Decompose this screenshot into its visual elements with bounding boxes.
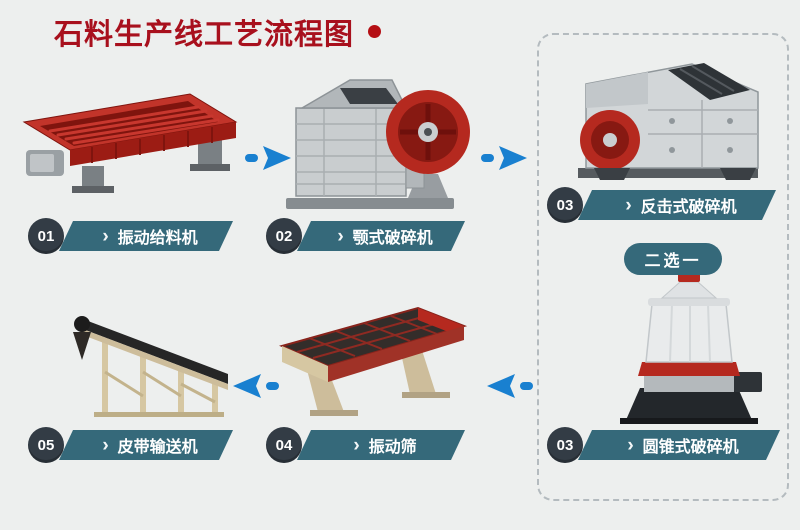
choice-badge: 二选一 xyxy=(624,243,722,275)
step-number-badge: 01 xyxy=(28,218,64,254)
page-title: 石料生产线工艺流程图 xyxy=(54,19,355,51)
step-number-badge: 03 xyxy=(547,427,583,463)
chevron-right-icon: › xyxy=(627,434,634,456)
chevron-right-icon: › xyxy=(353,434,360,456)
step-banner: › 圆锥式破碎机 xyxy=(578,430,780,460)
step-label-belt-conveyor: 05 › 皮带输送机 xyxy=(28,427,233,463)
step-label: 皮带输送机 xyxy=(117,439,198,456)
step-banner: › 振动筛 xyxy=(297,430,465,460)
belt-conveyor-illustration xyxy=(70,300,238,425)
step-label: 振动给料机 xyxy=(117,230,198,247)
cone-crusher-illustration xyxy=(606,262,771,430)
step-banner: › 皮带输送机 xyxy=(59,430,233,460)
step-banner: › 反击式破碎机 xyxy=(578,190,776,220)
flow-arrow-feeder-to-jaw xyxy=(244,144,292,172)
step-label: 反击式破碎机 xyxy=(640,199,737,216)
choice-group-frame xyxy=(537,33,789,501)
belt-conveyor-image xyxy=(73,316,228,417)
step-banner: › 振动给料机 xyxy=(59,221,233,251)
arrow-right-icon xyxy=(481,146,527,170)
arrow-left-icon xyxy=(487,374,533,398)
chevron-right-icon: › xyxy=(102,225,109,247)
step-label: 振动筛 xyxy=(368,439,417,456)
step-number-badge: 04 xyxy=(266,427,302,463)
step-label-impact-crusher: 03 › 反击式破碎机 xyxy=(547,187,776,223)
step-number-badge: 02 xyxy=(266,218,302,254)
step-banner: › 颚式破碎机 xyxy=(297,221,465,251)
title-dot-icon xyxy=(368,25,382,38)
jaw-crusher-illustration xyxy=(280,70,470,215)
arrow-left-icon xyxy=(233,374,279,398)
step-label-jaw-crusher: 02 › 颚式破碎机 xyxy=(266,218,465,254)
step-label-vibrating-screen: 04 › 振动筛 xyxy=(266,427,465,463)
cone-crusher-image xyxy=(620,264,762,424)
vibrating-screen-illustration xyxy=(270,296,480,424)
step-label-cone-crusher: 03 › 圆锥式破碎机 xyxy=(547,427,780,463)
step-label: 圆锥式破碎机 xyxy=(642,439,739,456)
step-label-vibrating-feeder: 01 › 振动给料机 xyxy=(28,218,233,254)
step-label: 颚式破碎机 xyxy=(352,230,433,247)
flow-arrow-crusher-to-screen xyxy=(486,372,534,400)
arrow-right-icon xyxy=(245,146,291,170)
chevron-right-icon: › xyxy=(102,434,109,456)
vibrating-feeder-image xyxy=(22,93,238,193)
vibrating-feeder-illustration xyxy=(20,86,250,204)
header: 石料生产线工艺流程图 xyxy=(54,18,382,53)
impact-crusher-illustration xyxy=(552,48,780,188)
step-number-badge: 05 xyxy=(28,427,64,463)
impact-crusher-image xyxy=(578,63,759,180)
vibrating-screen-image xyxy=(279,306,468,416)
step-number-badge: 03 xyxy=(547,187,583,223)
flow-arrow-jaw-to-crusher xyxy=(480,144,528,172)
chevron-right-icon: › xyxy=(337,225,344,247)
jaw-crusher-image xyxy=(286,79,470,209)
chevron-right-icon: › xyxy=(625,194,632,216)
flow-arrow-screen-to-conveyor xyxy=(232,372,280,400)
